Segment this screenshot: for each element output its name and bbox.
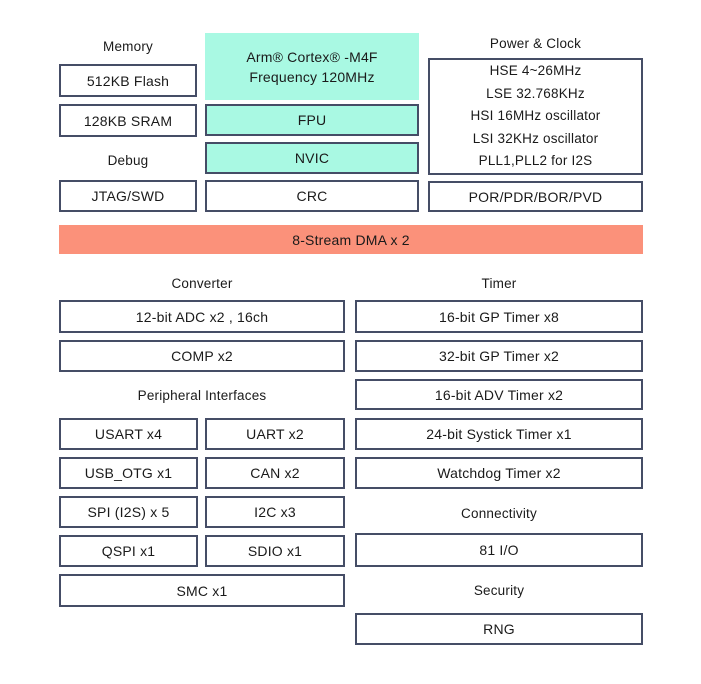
can-box: CAN x2 <box>205 457 345 489</box>
io-box: 81 I/O <box>355 533 643 567</box>
peripheral-interfaces-section-label: Peripheral Interfaces <box>137 387 267 403</box>
rng-box: RNG <box>355 613 643 645</box>
smc-box: SMC x1 <box>59 574 345 607</box>
gp-timer-16bit-box: 16-bit GP Timer x8 <box>355 300 643 333</box>
debug-section-label: Debug <box>107 152 149 168</box>
adc-box: 12-bit ADC x2 , 16ch <box>59 300 345 333</box>
timer-section-label: Timer <box>481 275 517 291</box>
watchdog-timer-box: Watchdog Timer x2 <box>355 457 643 489</box>
converter-section-label: Converter <box>171 275 233 291</box>
qspi-box: QSPI x1 <box>59 535 198 567</box>
clock-line-pll: PLL1,PLL2 for I2S <box>478 153 593 169</box>
jtag-swd-box: JTAG/SWD <box>59 180 197 212</box>
flash-box: 512KB Flash <box>59 64 197 97</box>
cortex-core-box: Arm® Cortex® -M4F Frequency 120MHz <box>205 33 419 100</box>
fpu-box: FPU <box>205 104 419 136</box>
uart-box: UART x2 <box>205 418 345 450</box>
clock-line-hse: HSE 4~26MHz <box>489 63 582 79</box>
cortex-title-line2: Frequency 120MHz <box>249 68 375 85</box>
clock-line-lse: LSE 32.768KHz <box>486 85 585 101</box>
connectivity-section-label: Connectivity <box>461 505 537 521</box>
usart-box: USART x4 <box>59 418 198 450</box>
sram-box: 128KB SRAM <box>59 104 197 137</box>
systick-timer-box: 24-bit Systick Timer x1 <box>355 418 643 450</box>
nvic-box: NVIC <box>205 142 419 174</box>
power-clock-section-label: Power & Clock <box>489 35 582 51</box>
security-section-label: Security <box>473 582 525 598</box>
comp-box: COMP x2 <box>59 340 345 372</box>
clock-sources-box: HSE 4~26MHz LSE 32.768KHz HSI 16MHz osci… <box>428 58 643 175</box>
adv-timer-box: 16-bit ADV Timer x2 <box>355 379 643 410</box>
por-pdr-bor-pvd-box: POR/PDR/BOR/PVD <box>428 181 643 212</box>
dma-bar: 8-Stream DMA x 2 <box>59 225 643 254</box>
crc-box: CRC <box>205 180 419 212</box>
usb-otg-box: USB_OTG x1 <box>59 457 198 489</box>
spi-i2s-box: SPI (I2S) x 5 <box>59 496 198 528</box>
memory-section-label: Memory <box>103 38 153 54</box>
clock-line-hsi: HSI 16MHz oscillator <box>470 108 601 124</box>
gp-timer-32bit-box: 32-bit GP Timer x2 <box>355 340 643 372</box>
cortex-title-line1: Arm® Cortex® -M4F <box>246 48 378 65</box>
clock-line-lsi: LSI 32KHz oscillator <box>472 130 599 146</box>
sdio-box: SDIO x1 <box>205 535 345 567</box>
i2c-box: I2C x3 <box>205 496 345 528</box>
